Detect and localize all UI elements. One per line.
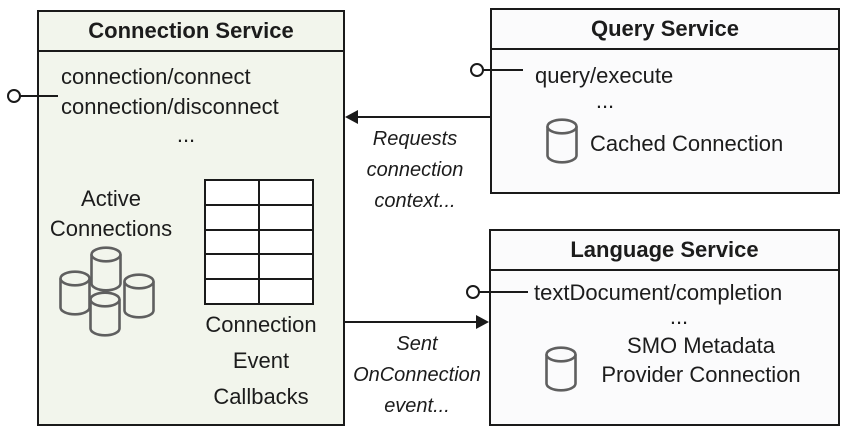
table-cell bbox=[260, 280, 312, 303]
table-cell bbox=[206, 255, 258, 279]
table-cell bbox=[260, 181, 312, 204]
language-methods-ellipsis: ... bbox=[669, 304, 689, 329]
smo-metadata-provider-label: SMO Metadata Provider Connection bbox=[601, 333, 801, 387]
language-service-title: Language Service bbox=[491, 231, 838, 271]
connection-methods-ellipsis: ... bbox=[176, 122, 196, 147]
database-icon bbox=[546, 118, 578, 164]
connection-connect-method: connection/connect bbox=[61, 64, 251, 89]
onconnection-event-label: Sent OnConnection event... bbox=[353, 333, 481, 417]
query-service-title: Query Service bbox=[492, 10, 838, 50]
textdocument-completion-method: textDocument/completion bbox=[534, 280, 783, 305]
query-methods-ellipsis: ... bbox=[595, 88, 615, 113]
connection-event-callbacks-label: Connection Event Callbacks bbox=[205, 312, 317, 409]
connection-service-box: Connection Service connection/connect co… bbox=[37, 10, 345, 426]
requests-connection-label: Requests connection context... bbox=[366, 128, 464, 212]
connection-disconnect-method: connection/disconnect bbox=[61, 94, 279, 119]
arrow-left-icon bbox=[345, 110, 358, 124]
query-execute-method: query/execute bbox=[535, 63, 674, 88]
table-cell bbox=[260, 230, 312, 254]
table-cell bbox=[206, 205, 258, 229]
table-cell bbox=[206, 280, 258, 303]
language-service-box: Language Service textDocument/completion… bbox=[489, 229, 840, 426]
active-connections-label: Active Connections bbox=[49, 186, 173, 241]
query-service-box: Query Service query/execute ... Cached C… bbox=[490, 8, 840, 194]
connection-service-title: Connection Service bbox=[39, 12, 343, 52]
grid-table-icon bbox=[204, 179, 314, 305]
arrow-right-icon bbox=[476, 315, 489, 329]
database-cluster-icon bbox=[59, 246, 155, 337]
table-cell bbox=[260, 255, 312, 279]
cached-connection-label: Cached Connection bbox=[590, 131, 784, 156]
table-cell bbox=[260, 205, 312, 229]
table-cell bbox=[206, 181, 258, 204]
table-cell bbox=[206, 230, 258, 254]
